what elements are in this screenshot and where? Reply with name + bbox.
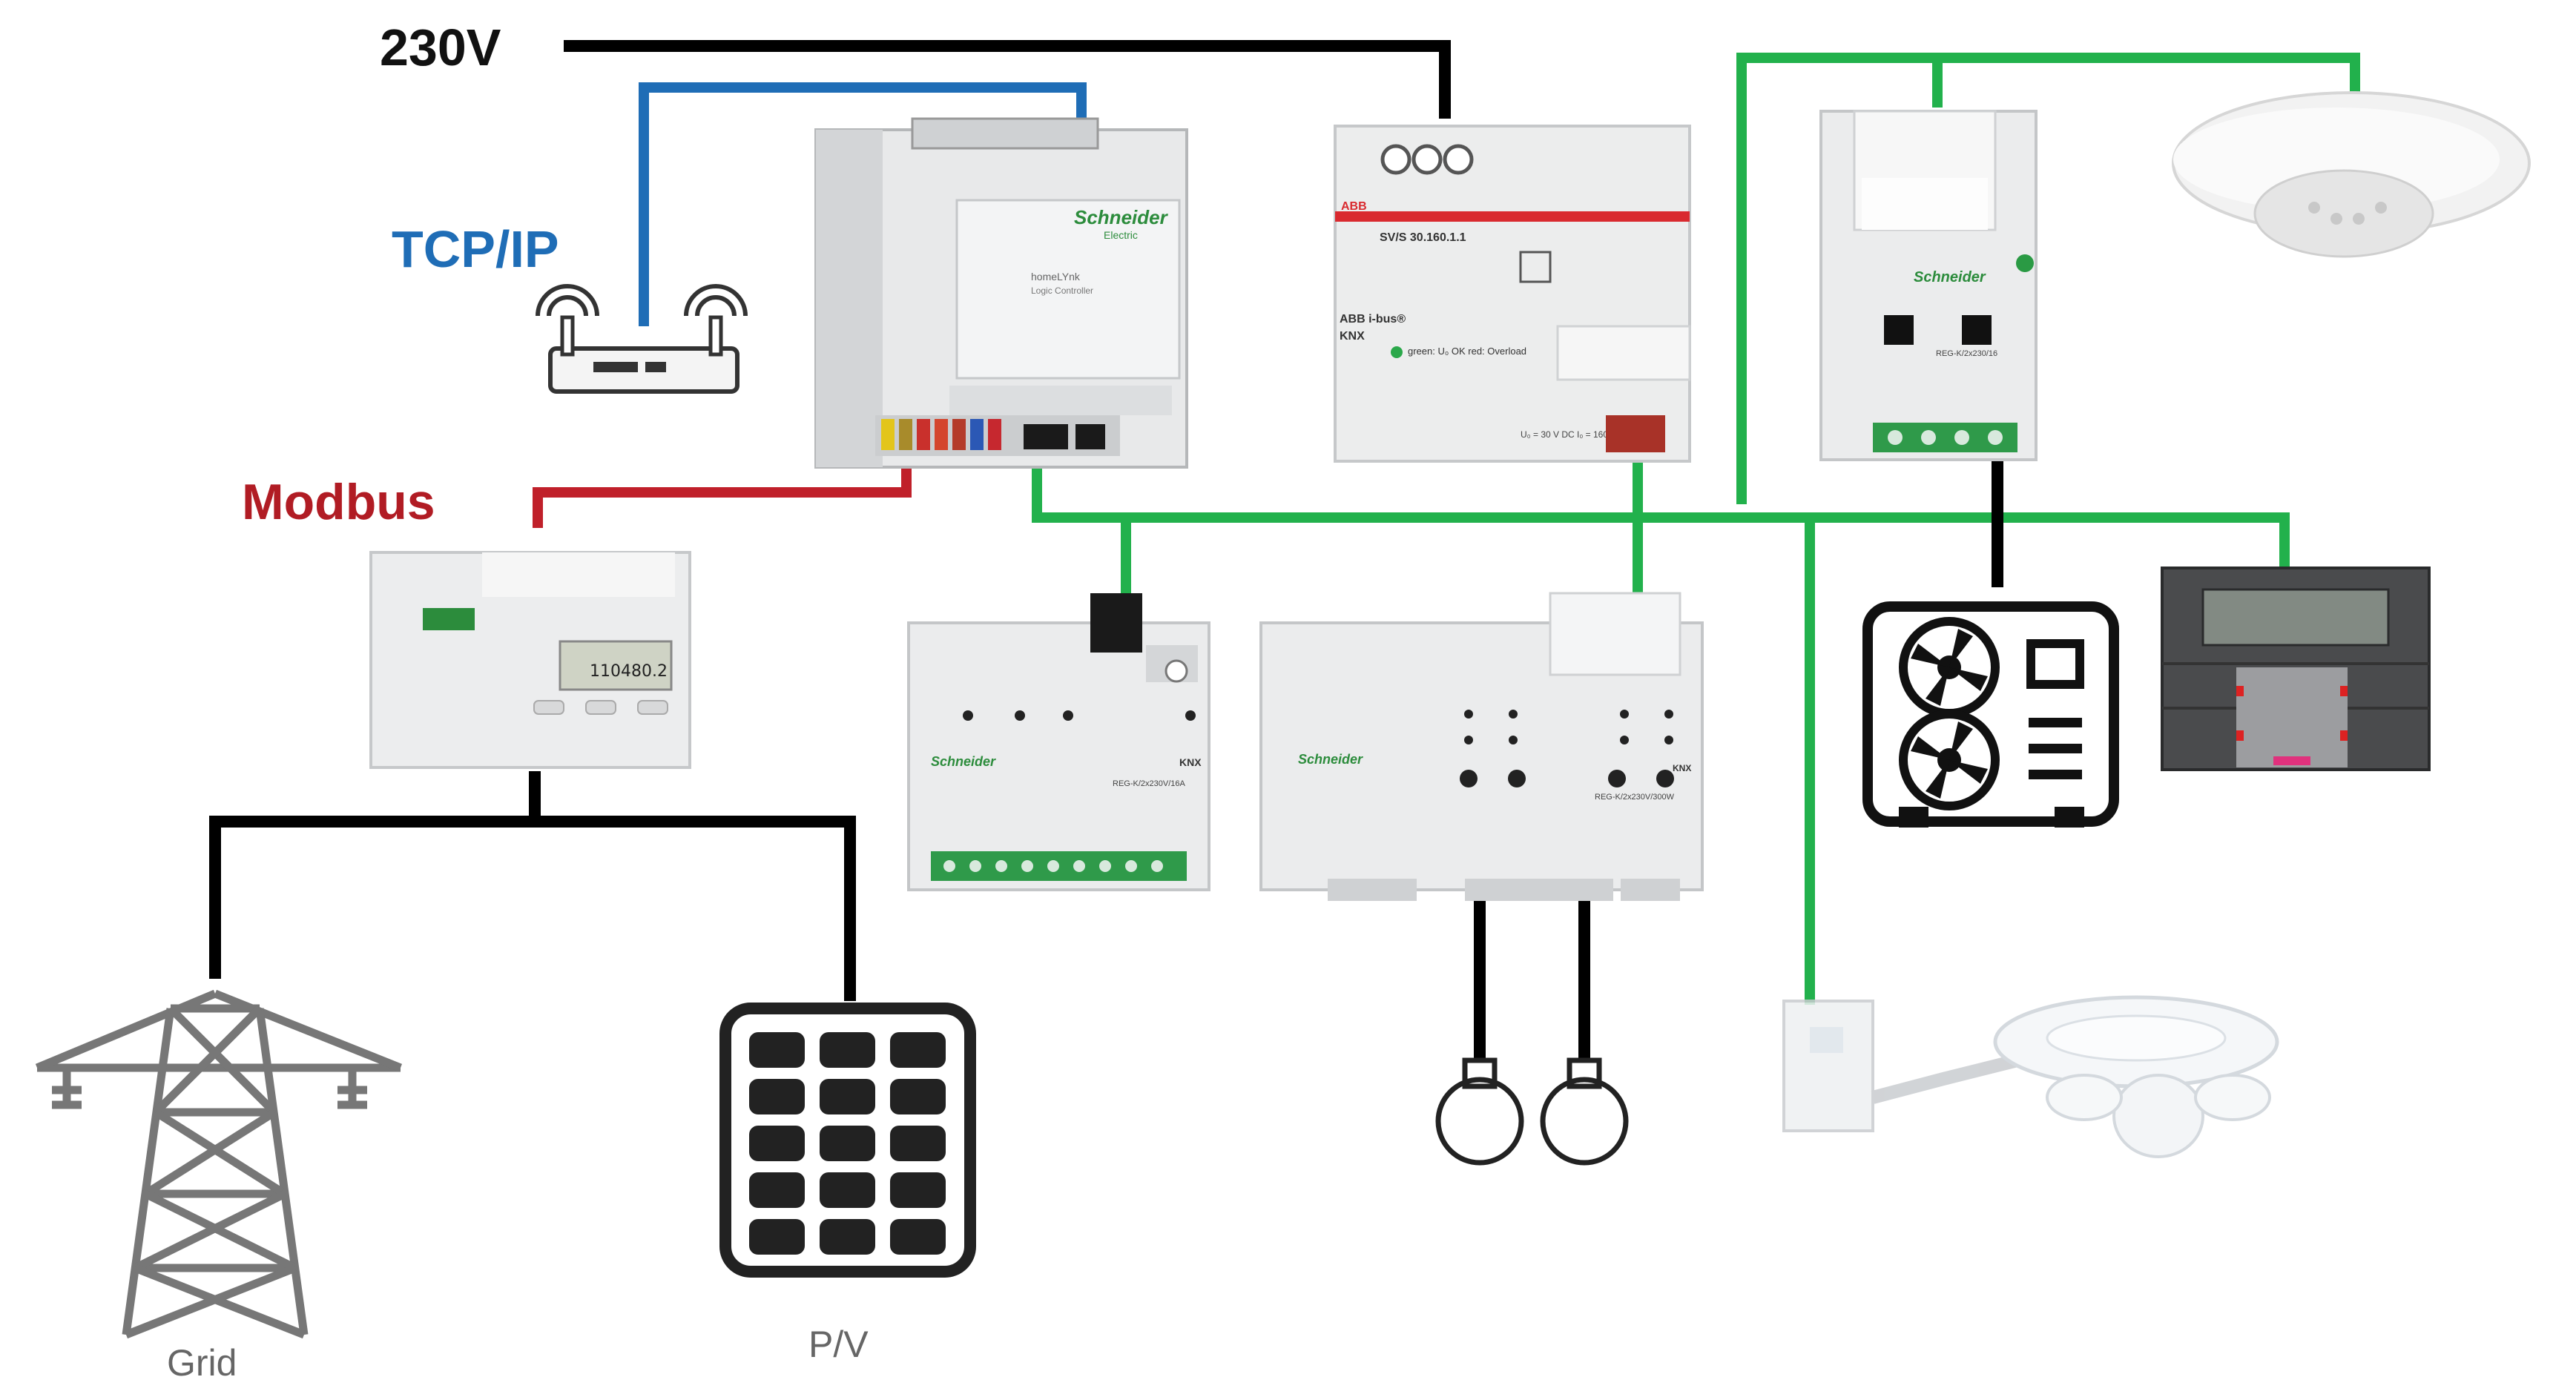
power-230v-line <box>564 40 1451 119</box>
psu-knx: KNX <box>1340 330 1365 343</box>
meter-output-lines <box>209 452 2003 1060</box>
actuator-brand: Schneider <box>1914 269 1986 285</box>
psu-status: green: U₀ OK red: Overload <box>1408 346 1526 357</box>
hvac-unit-icon <box>1862 601 2119 828</box>
weather-station-device <box>1782 995 2279 1158</box>
light-bulb-icon <box>1540 1057 1629 1166</box>
psu-brand: ABB <box>1341 200 1367 213</box>
pv-panel-icon <box>719 1003 976 1278</box>
pv-label: P/V <box>808 1324 869 1365</box>
modbus-line <box>533 452 912 528</box>
controller-name: homeLYnk <box>1031 271 1081 283</box>
controller-brand: Schneider <box>1074 206 1169 228</box>
wifi-router-icon <box>536 284 748 394</box>
logic-controller-device: Schneider Electric homeLYnk Logic Contro… <box>814 117 1188 469</box>
power-supply-device: ABB SV/S 30.160.1.1 ABB i-bus® KNX green… <box>1334 125 1691 463</box>
light-bulb-icon <box>1435 1057 1524 1166</box>
meter-reading: 110480.2 <box>590 662 668 681</box>
io-brand: Schneider <box>931 754 996 769</box>
psu-model: SV/S 30.160.1.1 <box>1380 231 1466 244</box>
modbus-label: Modbus <box>242 474 435 530</box>
dimmer-knx: KNX <box>1673 763 1691 773</box>
io-module-name: REG-K/2x230V/16A <box>1113 779 1185 788</box>
io-module-device: Schneider KNX REG-K/2x230V/16A <box>907 593 1210 891</box>
psu-output: U₀ = 30 V DC I₀ = 160 mA <box>1521 429 1624 440</box>
wall-control-panel <box>2161 567 2431 771</box>
controller-brand-sub: Electric <box>1104 229 1138 241</box>
presence-sensor-device <box>2172 91 2531 258</box>
io-knx: KNX <box>1179 756 1202 768</box>
power-label: 230V <box>380 19 501 76</box>
dimmer-module-name: REG-K/2x230V/300W <box>1595 793 1675 802</box>
grid-pylon-icon <box>35 989 403 1339</box>
dimmer-brand: Schneider <box>1298 752 1363 767</box>
controller-sub: Logic Controller <box>1031 285 1093 296</box>
dimmer-module-device: Schneider KNX REG-K/2x230V/300W <box>1259 592 1704 901</box>
controller-terminal-strip <box>875 415 1120 456</box>
actuator-module: REG-K/2x230/16 <box>1936 349 1997 358</box>
network-label: TCP/IP <box>392 220 559 278</box>
energy-meter-device: 110480.2 <box>369 551 691 769</box>
grid-label: Grid <box>167 1342 237 1384</box>
switch-actuator-device: Schneider REG-K/2x230/16 <box>1819 110 2038 461</box>
knx-bus-lines <box>1032 53 2360 1005</box>
psu-bus: ABB i-bus® <box>1340 313 1406 326</box>
